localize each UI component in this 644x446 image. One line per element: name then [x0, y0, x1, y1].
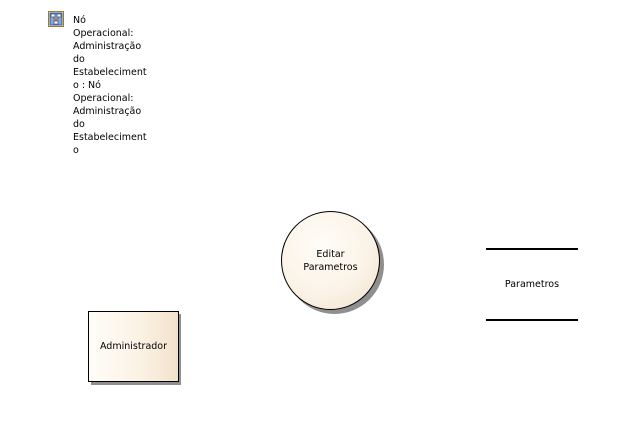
data-store-bottom-line: [486, 319, 578, 321]
process-editar-parametros[interactable]: Editar Parametros: [281, 211, 380, 310]
node-label: Nó Operacional: Administração do Estabel…: [73, 15, 147, 156]
data-store-top-line: [486, 248, 578, 250]
entity-label: Administrador: [99, 341, 168, 352]
process-label: Editar Parametros: [303, 248, 358, 273]
data-store-parametros[interactable]: Parametros: [504, 279, 560, 290]
node-diagram-icon: [48, 11, 64, 27]
external-entity-administrador[interactable]: Administrador: [88, 311, 179, 382]
